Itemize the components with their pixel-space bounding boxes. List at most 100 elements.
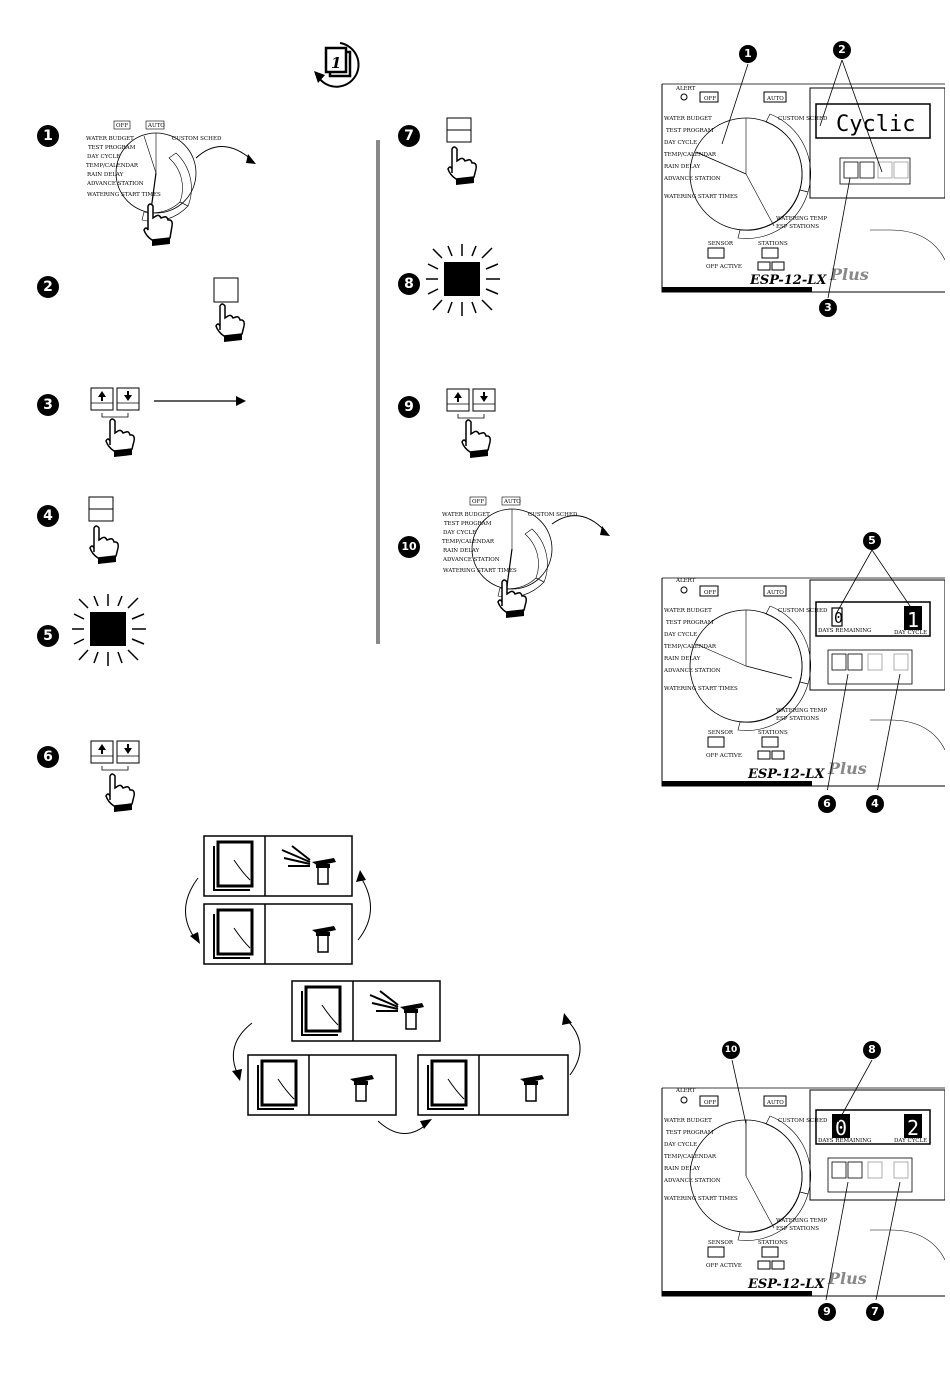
step-number: 2 <box>37 276 59 298</box>
dial-diagram: OFF AUTO WATER BUDGET TEST PROGRAM DAY C… <box>86 120 222 246</box>
svg-text:OFF ACTIVE: OFF ACTIVE <box>706 753 742 759</box>
callout-number: 8 <box>863 1041 881 1059</box>
svg-text:WATER BUDGET: WATER BUDGET <box>442 512 490 518</box>
svg-text:TEST PROGRAM: TEST PROGRAM <box>666 128 714 134</box>
svg-text:WATER BUDGET: WATER BUDGET <box>664 1118 712 1124</box>
svg-text:DAY CYCLE: DAY CYCLE <box>664 1142 697 1148</box>
svg-text:OFF: OFF <box>704 96 716 102</box>
svg-text:DAY CYCLE: DAY CYCLE <box>443 530 476 536</box>
svg-text:RAIN DELAY: RAIN DELAY <box>664 1166 701 1172</box>
svg-text:AUTO: AUTO <box>766 96 784 102</box>
svg-text:DAYS REMAINING: DAYS REMAINING <box>818 1138 871 1144</box>
svg-text:OFF: OFF <box>704 1100 716 1106</box>
lcd-left-value: 0 <box>834 609 843 627</box>
column-divider <box>376 140 380 644</box>
svg-text:SENSOR: SENSOR <box>708 730 734 736</box>
svg-text:TEST PROGRAM: TEST PROGRAM <box>88 145 136 151</box>
flashing-display-icon <box>72 594 146 666</box>
step-number: 9 <box>398 396 420 418</box>
dial-auto-label: AUTO <box>147 123 165 129</box>
callout-number: 1 <box>739 45 757 63</box>
step-number: 8 <box>398 273 420 295</box>
controller-panel-day-cycle-2: 0 2 DAYS REMAINING DAY CYCLE OFF ALERT A… <box>661 1060 945 1300</box>
svg-text:DAY CYCLE: DAY CYCLE <box>664 632 697 638</box>
controller-panel-cyclic: Cyclic OFF ALERT AUTO WATER BUDGET TEST … <box>661 59 945 299</box>
svg-text:ALERT: ALERT <box>675 578 696 584</box>
callout-number: 9 <box>818 1303 836 1321</box>
arrow-buttons-diagram <box>90 387 246 457</box>
step-number: 3 <box>37 394 59 416</box>
svg-text:RAIN DELAY: RAIN DELAY <box>443 548 480 554</box>
svg-text:STATIONS: STATIONS <box>758 730 788 736</box>
watering-cycle-diagram <box>232 980 581 1134</box>
svg-text:CUSTOM SCHED: CUSTOM SCHED <box>172 136 222 142</box>
svg-text:TEMP/CALENDAR: TEMP/CALENDAR <box>664 1154 717 1160</box>
svg-text:ESP STATIONS: ESP STATIONS <box>776 716 819 722</box>
split-button-diagram <box>88 496 119 564</box>
dial-diagram: OFF AUTO WATER BUDGET TEST PROGRAM DAY C… <box>442 496 610 618</box>
callout-number: 2 <box>833 41 851 59</box>
svg-text:RAIN DELAY: RAIN DELAY <box>664 656 701 662</box>
callout-number: 3 <box>819 299 837 317</box>
svg-text:DAY CYCLE: DAY CYCLE <box>664 140 697 146</box>
svg-text:STATIONS: STATIONS <box>758 1240 788 1246</box>
svg-text:WATER BUDGET: WATER BUDGET <box>86 136 134 142</box>
svg-text:OFF ACTIVE: OFF ACTIVE <box>706 1263 742 1269</box>
svg-text:RAIN DELAY: RAIN DELAY <box>664 164 701 170</box>
step-number: 5 <box>37 625 59 647</box>
svg-text:ESP-12-LX: ESP-12-LX <box>747 1277 825 1292</box>
svg-text:TEST PROGRAM: TEST PROGRAM <box>444 521 492 527</box>
svg-text:CUSTOM SCHED: CUSTOM SCHED <box>778 116 828 122</box>
svg-text:SENSOR: SENSOR <box>708 241 734 247</box>
svg-text:CUSTOM SCHED: CUSTOM SCHED <box>778 1118 828 1124</box>
svg-text:WATERING TEMP: WATERING TEMP <box>776 1218 827 1224</box>
svg-text:ESP STATIONS: ESP STATIONS <box>776 224 819 230</box>
svg-text:ESP STATIONS: ESP STATIONS <box>776 1226 819 1232</box>
step-number: 6 <box>37 746 59 768</box>
svg-text:WATER BUDGET: WATER BUDGET <box>664 116 712 122</box>
watering-cycle-diagram <box>185 835 371 965</box>
callout-number: 10 <box>722 1041 740 1059</box>
callout-number: 4 <box>866 795 884 813</box>
step-number: 4 <box>37 505 59 527</box>
lcd-left-value: 0 <box>835 1116 847 1140</box>
lcd-display-text: Cyclic <box>836 112 915 137</box>
svg-text:OFF ACTIVE: OFF ACTIVE <box>706 264 742 270</box>
svg-text:Plus: Plus <box>827 1269 867 1288</box>
svg-text:DAY CYCLE: DAY CYCLE <box>894 630 927 636</box>
dial-off-label: OFF <box>116 123 128 129</box>
svg-text:AUTO: AUTO <box>766 590 784 596</box>
svg-text:Plus: Plus <box>829 265 869 284</box>
svg-text:TEMP/CALENDAR: TEMP/CALENDAR <box>86 163 139 169</box>
svg-text:CUSTOM SCHED: CUSTOM SCHED <box>528 512 578 518</box>
svg-text:TEST PROGRAM: TEST PROGRAM <box>666 1130 714 1136</box>
svg-text:ADVANCE STATION: ADVANCE STATION <box>663 1178 721 1184</box>
curved-arrow-icon <box>195 146 256 164</box>
split-button-diagram <box>446 117 477 185</box>
svg-text:WATERING START TIMES: WATERING START TIMES <box>664 1196 738 1202</box>
svg-text:ADVANCE STATION: ADVANCE STATION <box>663 668 721 674</box>
svg-text:SENSOR: SENSOR <box>708 1240 734 1246</box>
arrow-buttons-diagram <box>446 388 496 458</box>
svg-text:ALERT: ALERT <box>675 86 696 92</box>
arrow-buttons-diagram <box>90 740 140 812</box>
svg-text:AUTO: AUTO <box>503 499 521 505</box>
controller-panel-day-cycle-1: 0 1 DAYS REMAINING DAY CYCLE OFF ALERT A… <box>661 550 945 790</box>
svg-text:WATERING TEMP: WATERING TEMP <box>776 708 827 714</box>
svg-text:TEMP/CALENDAR: TEMP/CALENDAR <box>664 152 717 158</box>
svg-text:1: 1 <box>331 54 341 72</box>
callout-number: 6 <box>818 795 836 813</box>
calendar-cycle-icon: 1 <box>314 42 360 88</box>
svg-text:STATIONS: STATIONS <box>758 241 788 247</box>
svg-text:DAY CYCLE: DAY CYCLE <box>894 1138 927 1144</box>
callout-number: 7 <box>866 1303 884 1321</box>
svg-text:OFF: OFF <box>704 590 716 596</box>
svg-text:WATERING START TIMES: WATERING START TIMES <box>443 568 517 574</box>
svg-text:WATER BUDGET: WATER BUDGET <box>664 608 712 614</box>
svg-text:WATERING START TIMES: WATERING START TIMES <box>664 686 738 692</box>
step-number: 7 <box>398 125 420 147</box>
svg-text:DAYS REMAINING: DAYS REMAINING <box>818 628 871 634</box>
svg-text:WATERING START TIMES: WATERING START TIMES <box>664 194 738 200</box>
flashing-display-icon <box>426 244 500 316</box>
svg-text:ADVANCE STATION: ADVANCE STATION <box>442 557 500 563</box>
